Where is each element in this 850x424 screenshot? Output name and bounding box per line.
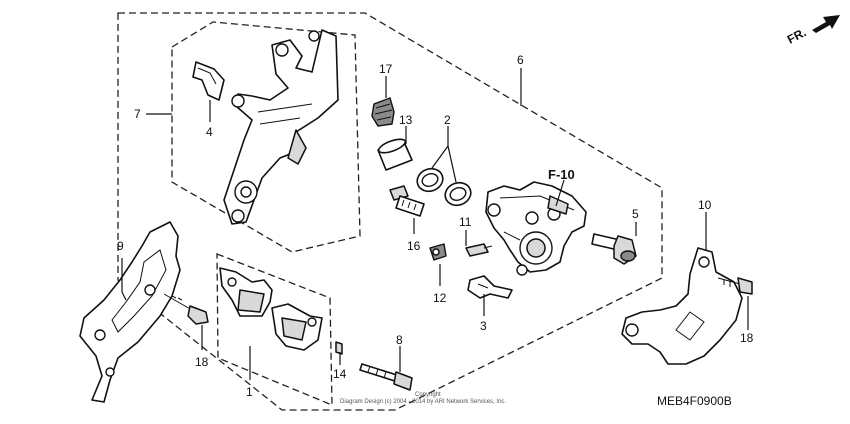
mounting-bracket (621, 247, 743, 365)
callout-4: 4 (206, 125, 213, 139)
front-label: FR. (785, 25, 809, 46)
pad-pin (359, 363, 413, 391)
callout-6: 6 (517, 53, 524, 67)
pad-retainer-clip (192, 61, 225, 101)
callout-17: 17 (379, 62, 393, 76)
guard-bolt-left (163, 293, 209, 325)
caliper-bracket (223, 29, 339, 225)
copyright-line-2: Diagram Design (c) 2004 - 2014 by ARI Ne… (340, 399, 506, 405)
callout-9: 9 (117, 239, 124, 253)
callout-10: 10 (698, 198, 712, 212)
callout-1: 1 (246, 385, 253, 399)
brake-pad-inner (219, 267, 273, 317)
pad-pin-plug (335, 341, 343, 355)
copyright-line-1: Copyright (415, 392, 441, 398)
callout-2: 2 (444, 113, 451, 127)
leader-lines (121, 68, 749, 380)
pad-set-outline (216, 253, 333, 406)
bleed-cap (429, 243, 447, 261)
callout-16: 16 (407, 239, 421, 253)
callout-8: 8 (396, 333, 403, 347)
slide-pin (389, 185, 425, 217)
brake-pad-outer (271, 303, 323, 351)
disc-guard (79, 221, 181, 403)
callout-12: 12 (433, 291, 447, 305)
callout-7: 7 (134, 107, 141, 121)
piston-seal-set (416, 167, 472, 207)
front-direction-indicator: FR. (785, 15, 840, 47)
caliper-body (485, 181, 587, 276)
callout-14: 14 (333, 367, 347, 381)
bracket-bolt-right (717, 277, 753, 295)
bracket-assembly-outline (171, 21, 361, 253)
reference-label: F-10 (548, 167, 575, 182)
pad-spring (467, 275, 513, 299)
callout-5: 5 (632, 207, 639, 221)
callout-18-right: 18 (740, 331, 754, 345)
dust-boot (371, 97, 395, 127)
front-arrow-icon (812, 15, 840, 33)
callout-18-left: 18 (195, 355, 209, 369)
bleed-valve (465, 243, 493, 257)
caliper-piston (377, 138, 413, 171)
diagram-code: MEB4F0900B (657, 394, 732, 408)
callout-13: 13 (399, 113, 413, 127)
callout-11: 11 (459, 215, 472, 229)
caliper-pin-bolt (591, 233, 637, 265)
callout-3: 3 (480, 319, 487, 333)
